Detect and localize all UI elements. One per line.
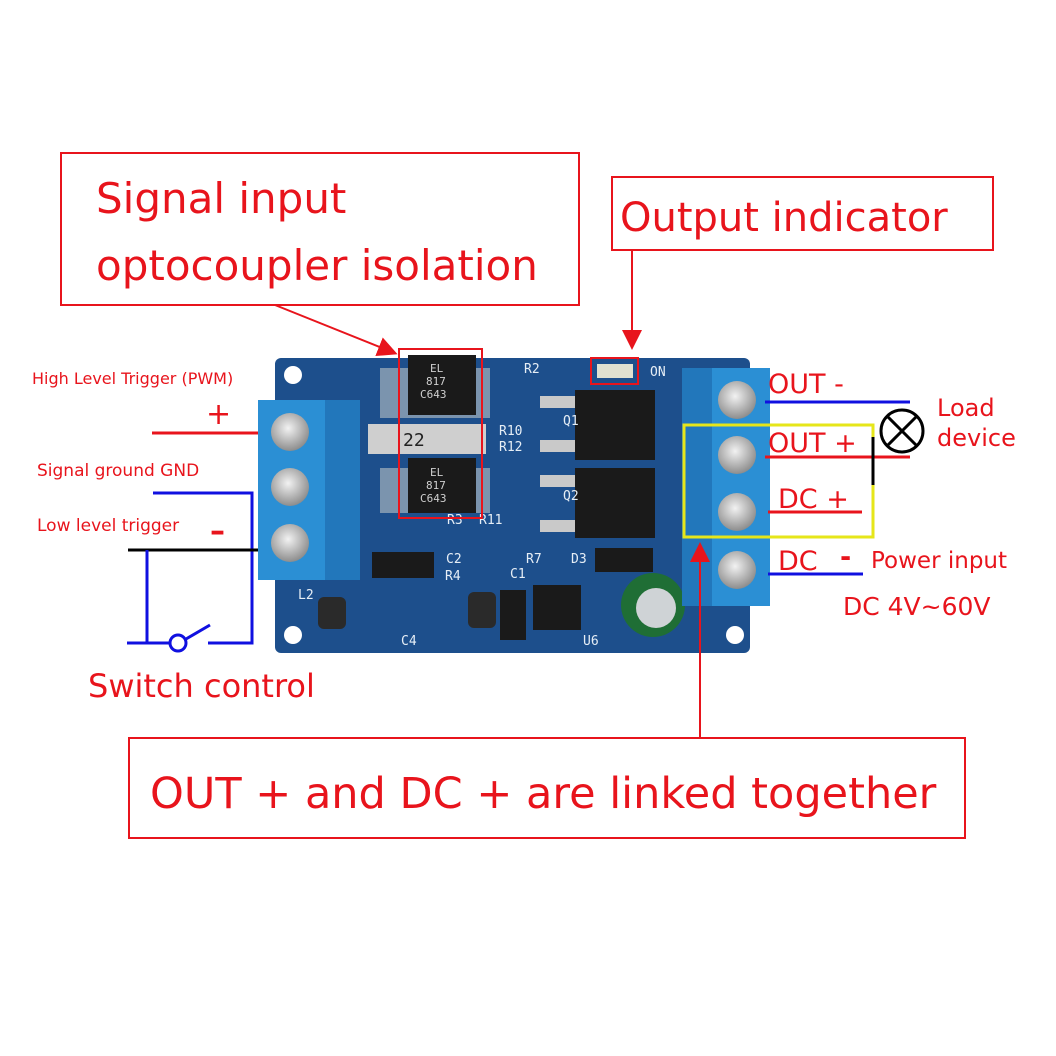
minus-sign: – xyxy=(210,514,225,549)
plus-sign: + xyxy=(206,397,231,432)
load-label-2: device xyxy=(937,424,1016,452)
led-highlight xyxy=(590,357,639,385)
dc-minus-sign: - xyxy=(840,542,851,573)
optocoupler-highlight xyxy=(398,348,483,519)
mosfet-q2 xyxy=(575,468,655,538)
optocoupler-callout-box xyxy=(60,152,580,306)
voltage-range-label: DC 4V~60V xyxy=(843,592,991,621)
screw-terminal xyxy=(271,524,309,562)
svg-text:EL: EL xyxy=(430,466,444,479)
svg-text:22: 22 xyxy=(403,430,425,451)
dc-minus-label: DC xyxy=(778,546,818,577)
mounting-hole xyxy=(726,626,744,644)
optocoupler-callout-line1: Signal input xyxy=(96,174,346,223)
svg-text:R7: R7 xyxy=(526,552,542,567)
ground-wire xyxy=(153,491,254,645)
svg-text:Q1: Q1 xyxy=(563,414,579,429)
switch-control-label: Switch control xyxy=(88,667,315,705)
mounting-hole xyxy=(284,626,302,644)
output-led xyxy=(597,364,633,378)
svg-text:C643: C643 xyxy=(420,388,447,401)
output-terminal-block xyxy=(682,368,770,606)
load-lamp-icon xyxy=(879,408,925,454)
svg-text:EL: EL xyxy=(430,362,444,375)
screw-terminal xyxy=(718,436,756,474)
svg-text:U6: U6 xyxy=(583,634,599,649)
screw-terminal xyxy=(271,413,309,451)
power-input-label: Power input xyxy=(871,548,1007,574)
svg-text:ON: ON xyxy=(650,365,666,380)
svg-text:R2: R2 xyxy=(524,362,540,377)
svg-text:D3: D3 xyxy=(571,552,587,567)
svg-text:R12: R12 xyxy=(499,440,522,455)
svg-text:R4: R4 xyxy=(445,569,461,584)
optocoupler-callout-line2: optocoupler isolation xyxy=(96,241,538,290)
svg-text:817: 817 xyxy=(426,375,446,388)
load-label-1: Load xyxy=(937,394,995,422)
svg-text:R3: R3 xyxy=(447,513,463,528)
linked-callout-box xyxy=(128,737,966,839)
svg-text:L2: L2 xyxy=(298,588,314,603)
svg-text:Q2: Q2 xyxy=(563,489,579,504)
linked-callout-label: OUT + and DC + are linked together xyxy=(150,769,937,819)
input-terminal-block xyxy=(258,400,360,580)
arrow-optocoupler xyxy=(274,304,398,357)
screw-terminal xyxy=(718,493,756,531)
low-level-trigger-label: Low level trigger xyxy=(37,516,179,536)
dc-plus-label: DC + xyxy=(778,484,849,515)
indicator-callout-label: Output indicator xyxy=(620,195,948,241)
svg-text:C4: C4 xyxy=(401,634,417,649)
out-minus-label: OUT - xyxy=(768,369,844,400)
resistor-22 xyxy=(368,424,486,454)
high-level-trigger-label: High Level Trigger (PWM) xyxy=(32,369,233,388)
out-plus-label: OUT + xyxy=(768,428,857,459)
svg-text:R11: R11 xyxy=(479,513,502,528)
svg-text:C643: C643 xyxy=(420,492,447,505)
screw-terminal xyxy=(271,468,309,506)
screw-terminal xyxy=(718,381,756,419)
signal-ground-label: Signal ground GND xyxy=(37,461,199,481)
switch-icon xyxy=(168,623,211,653)
svg-text:817: 817 xyxy=(426,479,446,492)
svg-text:C2: C2 xyxy=(446,552,462,567)
svg-text:C1: C1 xyxy=(510,567,526,582)
indicator-callout-box xyxy=(611,176,994,251)
mounting-hole xyxy=(284,366,302,384)
optocoupler-1: EL 817 C643 xyxy=(380,355,490,418)
mosfet-q1 xyxy=(575,390,655,460)
svg-text:R10: R10 xyxy=(499,424,522,439)
screw-terminal xyxy=(718,551,756,589)
pcb-board: EL 817 C643 EL 817 C643 22 ON R2 R10 R12… xyxy=(275,355,750,653)
